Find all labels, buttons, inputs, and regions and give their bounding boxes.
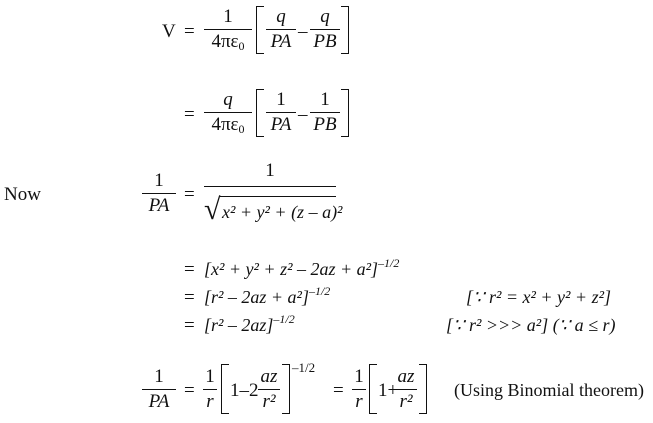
eq6-exponent: –1/2 — [273, 312, 295, 326]
eq7-exponent: –1/2 — [292, 360, 316, 375]
fraction-bar — [266, 112, 296, 113]
eq7-inner1-fraction: az r² — [258, 366, 280, 413]
eq2-term1-numerator: 1 — [276, 89, 286, 110]
eq2-minus: – — [298, 104, 308, 125]
eq7-bracket1-left — [221, 364, 229, 414]
eq5-expression: [r² – 2az + a²]–1/2 — [204, 284, 331, 308]
eq7-factor1-denominator: r — [206, 391, 214, 412]
eq7-equals-2: = — [333, 380, 344, 401]
eq1-right-bracket — [341, 6, 349, 54]
eq7-bracket2-right — [419, 364, 427, 414]
eq2-coefficient-fraction: q 4πε0 — [204, 89, 252, 136]
eq4-equals: = — [184, 259, 195, 280]
square-root-bar — [220, 196, 336, 197]
eq7-factor2-fraction: 1 r — [352, 366, 366, 413]
square-root-sign: √ — [204, 193, 221, 226]
eq7-factor1-fraction: 1 r — [203, 366, 217, 413]
eq2-term1-denominator: PA — [270, 114, 292, 135]
eq7-note: (Using Binomial theorem) — [454, 380, 644, 400]
eq7-inner1-denominator: r² — [262, 391, 276, 412]
eq7-inner2-prefix: 1+ — [378, 380, 399, 401]
eq7-lhs-denominator: PA — [148, 391, 170, 412]
eq2-equals: = — [184, 104, 195, 125]
eq3-lhs-fraction: 1 PA — [142, 170, 176, 217]
eq1-left-bracket — [256, 6, 264, 54]
eq7-bracket2-left — [369, 364, 377, 414]
fraction-bar — [142, 193, 176, 194]
eq3-rhs-fraction-bar — [204, 186, 336, 187]
eq2-coef-denominator: 4πε0 — [204, 114, 252, 136]
eq1-term2-denominator: PB — [313, 31, 337, 52]
eq7-bracket1-right — [282, 364, 290, 414]
eq2-coef-den-text: 4πε — [211, 114, 239, 135]
fraction-bar — [204, 112, 252, 113]
eq1-term1-fraction: q PA — [266, 6, 296, 53]
fraction-bar — [203, 389, 217, 390]
eq5-equals: = — [184, 287, 195, 308]
fraction-bar — [310, 112, 340, 113]
eq4-expression: [x² + y² + z² – 2az + a²]–1/2 — [204, 256, 400, 280]
eq6-expression-text: [r² – 2az] — [204, 315, 274, 335]
eq1-term2-numerator: q — [320, 6, 330, 27]
eq2-term2-numerator: 1 — [320, 89, 330, 110]
eq5-exponent: –1/2 — [308, 284, 331, 298]
eq6-expression: [r² – 2az]–1/2 — [204, 312, 295, 336]
eq1-coefficient-fraction: 1 4πε0 — [204, 6, 252, 53]
eq3-radicand: x² + y² + (z – a)² — [222, 202, 343, 222]
eq3-lhs-denominator: PA — [148, 195, 170, 216]
eq3-lhs-numerator: 1 — [154, 170, 164, 191]
fraction-bar — [142, 389, 176, 390]
eq2-term2-fraction: 1 PB — [310, 89, 340, 136]
eq4-expression-text: [x² + y² + z² – 2az + a²] — [204, 259, 379, 279]
eq2-coef-numerator: q — [223, 89, 233, 110]
eq7-inner1-prefix: 1–2 — [230, 380, 259, 401]
eq2-term1-fraction: 1 PA — [266, 89, 296, 136]
eq7-inner2-numerator: az — [397, 366, 415, 387]
fraction-bar — [395, 389, 417, 390]
eq7-lhs-fraction: 1 PA — [142, 366, 176, 413]
eq1-lhs: V — [162, 21, 176, 42]
now-label: Now — [4, 184, 41, 205]
eq4-exponent: –1/2 — [378, 256, 400, 270]
eq3-rhs-numerator: 1 — [265, 160, 275, 181]
eq1-coef-denominator: 4πε0 — [204, 31, 252, 53]
eq1-coef-den-subscript: 0 — [238, 39, 245, 53]
eq5-note: [∵ r² = x² + y² + z²] — [466, 287, 611, 307]
eq2-left-bracket — [256, 89, 264, 137]
eq1-term1-numerator: q — [276, 6, 286, 27]
fraction-bar — [310, 29, 340, 30]
eq5-expression-text: [r² – 2az + a²] — [204, 287, 309, 307]
fraction-bar — [258, 389, 280, 390]
eq7-inner2-fraction: az r² — [395, 366, 417, 413]
eq2-coef-den-subscript: 0 — [238, 122, 245, 136]
eq1-coef-numerator: 1 — [223, 6, 233, 27]
eq6-note: [∵ r² >>> a²] (∵ a ≤ r) — [446, 315, 616, 335]
eq1-term2-fraction: q PB — [310, 6, 340, 53]
eq1-equals: = — [184, 21, 195, 42]
fraction-bar — [266, 29, 296, 30]
eq7-inner1-numerator: az — [260, 366, 278, 387]
eq7-factor2-numerator: 1 — [354, 366, 364, 387]
fraction-bar — [204, 29, 252, 30]
eq2-right-bracket — [341, 89, 349, 137]
eq7-inner2-denominator: r² — [399, 391, 413, 412]
eq1-minus: – — [298, 21, 308, 42]
eq7-factor1-numerator: 1 — [205, 366, 215, 387]
eq7-lhs-numerator: 1 — [154, 366, 164, 387]
eq7-equals-1: = — [184, 380, 195, 401]
eq1-term1-denominator: PA — [270, 31, 292, 52]
eq6-equals: = — [184, 315, 195, 336]
eq2-term2-denominator: PB — [313, 114, 337, 135]
eq3-equals: = — [184, 184, 195, 205]
eq7-factor2-denominator: r — [355, 391, 363, 412]
eq1-coef-den-text: 4πε — [211, 31, 239, 52]
fraction-bar — [352, 389, 366, 390]
